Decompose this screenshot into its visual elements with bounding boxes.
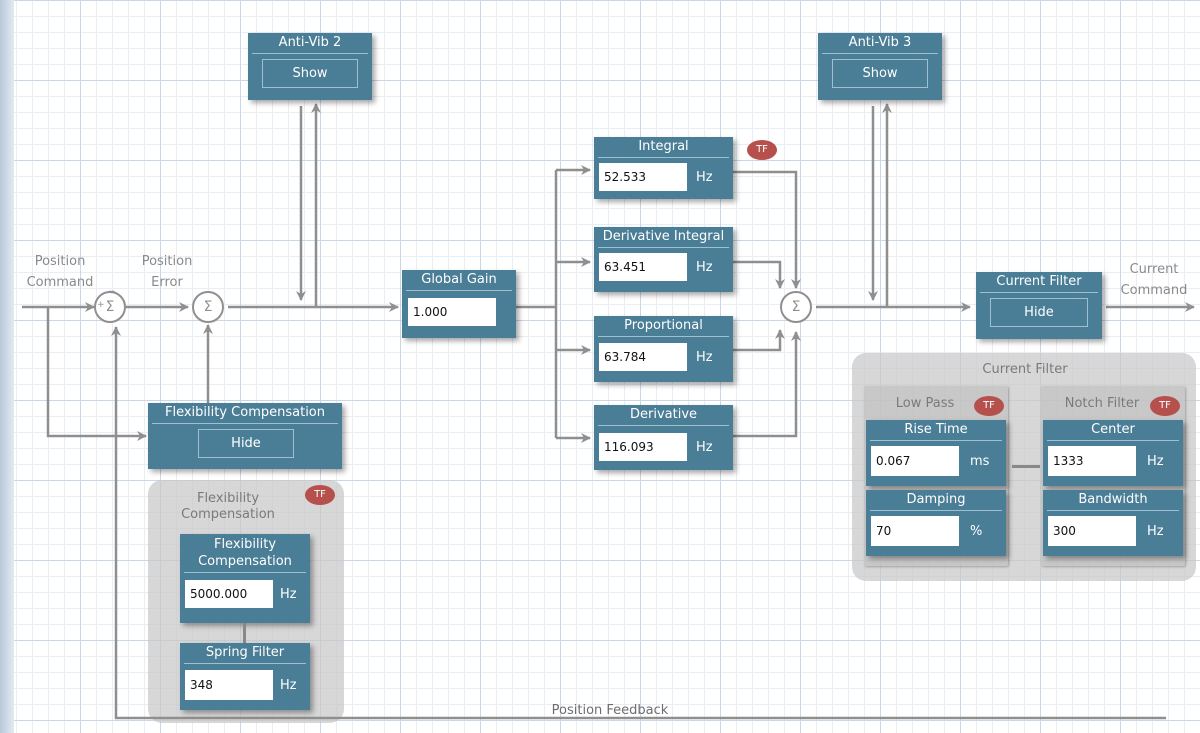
damping-unit: % <box>970 524 983 539</box>
spring-filter-unit: Hz <box>280 678 297 693</box>
proportional-title: Proportional <box>598 316 729 337</box>
damping-title: Damping <box>870 490 1002 511</box>
integral-input[interactable] <box>599 163 687 191</box>
anti-vib-3-block: Anti-Vib 3 Show <box>818 33 942 100</box>
anti-vib-3-title: Anti-Vib 3 <box>822 33 938 54</box>
derivative-unit: Hz <box>696 440 713 455</box>
low-pass-tf-badge[interactable]: TF <box>974 396 1004 416</box>
flex-compensation-sub-title: Flexibility Compensation <box>184 536 306 573</box>
derivative-integral-title: Derivative Integral <box>598 227 729 248</box>
position-command-label: Position Command <box>26 254 94 290</box>
proportional-block: Proportional Hz <box>594 316 733 382</box>
minus-sign: − <box>108 287 116 297</box>
sum-symbol: Σ <box>203 299 213 315</box>
anti-vib-2-title: Anti-Vib 2 <box>252 33 368 54</box>
derivative-input[interactable] <box>599 433 687 461</box>
integral-block: Integral Hz <box>594 137 733 199</box>
integral-title: Integral <box>598 137 729 158</box>
derivative-integral-block: Derivative Integral Hz <box>594 227 733 292</box>
pid-sum-junction: Σ <box>780 291 812 323</box>
notch-filter-title: Notch Filter <box>1064 396 1140 411</box>
low-pass-title: Low Pass <box>895 396 955 411</box>
derivative-integral-unit: Hz <box>696 260 713 275</box>
global-gain-title: Global Gain <box>406 270 512 291</box>
center-input[interactable] <box>1048 446 1136 476</box>
spring-filter-title: Spring Filter <box>184 643 306 664</box>
flexibility-compensation-hide-button[interactable]: Hide <box>198 429 294 458</box>
filter-connector <box>1012 465 1040 468</box>
derivative-block: Derivative Hz <box>594 405 733 470</box>
position-feedback-label: Position Feedback <box>551 703 669 718</box>
derivative-integral-input[interactable] <box>599 253 687 281</box>
rise-time-unit: ms <box>970 454 990 469</box>
plus-sign: + <box>97 300 105 310</box>
flex-panel-tf-badge[interactable]: TF <box>305 485 335 505</box>
damping-input[interactable] <box>871 516 959 546</box>
position-error-label: Position Error <box>141 254 193 290</box>
spring-filter-input[interactable] <box>185 670 273 700</box>
current-filter-block: Current Filter Hide <box>976 272 1102 339</box>
bandwidth-input[interactable] <box>1048 516 1136 546</box>
bandwidth-title: Bandwidth <box>1047 490 1179 511</box>
proportional-unit: Hz <box>696 350 713 365</box>
rise-time-block: Rise Time ms <box>866 420 1006 486</box>
left-edge-bar <box>0 0 14 733</box>
proportional-input[interactable] <box>599 343 687 371</box>
global-gain-block: Global Gain <box>402 270 516 338</box>
current-panel-title: Current Filter <box>982 362 1068 377</box>
rise-time-title: Rise Time <box>870 420 1002 441</box>
integral-tf-badge[interactable]: TF <box>747 140 777 160</box>
position-sum-junction: Σ <box>94 291 126 323</box>
anti-vib-3-show-button[interactable]: Show <box>832 59 928 88</box>
flex-connector <box>243 623 246 643</box>
current-filter-hide-button[interactable]: Hide <box>990 298 1088 327</box>
derivative-title: Derivative <box>598 405 729 426</box>
bandwidth-block: Bandwidth Hz <box>1043 490 1183 556</box>
flex-panel-title: Flexibility Compensation <box>181 491 275 522</box>
center-unit: Hz <box>1147 454 1164 469</box>
error-sum-junction: Σ <box>192 291 224 323</box>
global-gain-input[interactable] <box>408 298 496 326</box>
current-command-label: Current Command <box>1120 262 1188 298</box>
flex-compensation-sub-block: Flexibility Compensation Hz <box>180 534 310 623</box>
center-block: Center Hz <box>1043 420 1183 486</box>
center-title: Center <box>1047 420 1179 441</box>
sum-symbol: Σ <box>105 299 115 315</box>
sum-symbol: Σ <box>791 299 801 315</box>
anti-vib-2-block: Anti-Vib 2 Show <box>248 33 372 100</box>
flexibility-compensation-block: Flexibility Compensation Hide <box>148 403 342 469</box>
flex-compensation-input[interactable] <box>185 580 273 608</box>
flex-compensation-unit: Hz <box>280 587 297 602</box>
spring-filter-block: Spring Filter Hz <box>180 643 310 710</box>
bandwidth-unit: Hz <box>1147 524 1164 539</box>
damping-block: Damping % <box>866 490 1006 556</box>
anti-vib-2-show-button[interactable]: Show <box>262 59 358 88</box>
integral-unit: Hz <box>696 170 713 185</box>
rise-time-input[interactable] <box>871 446 959 476</box>
flexibility-compensation-title: Flexibility Compensation <box>152 403 338 424</box>
notch-filter-tf-badge[interactable]: TF <box>1150 396 1180 416</box>
current-filter-title: Current Filter <box>980 272 1098 293</box>
